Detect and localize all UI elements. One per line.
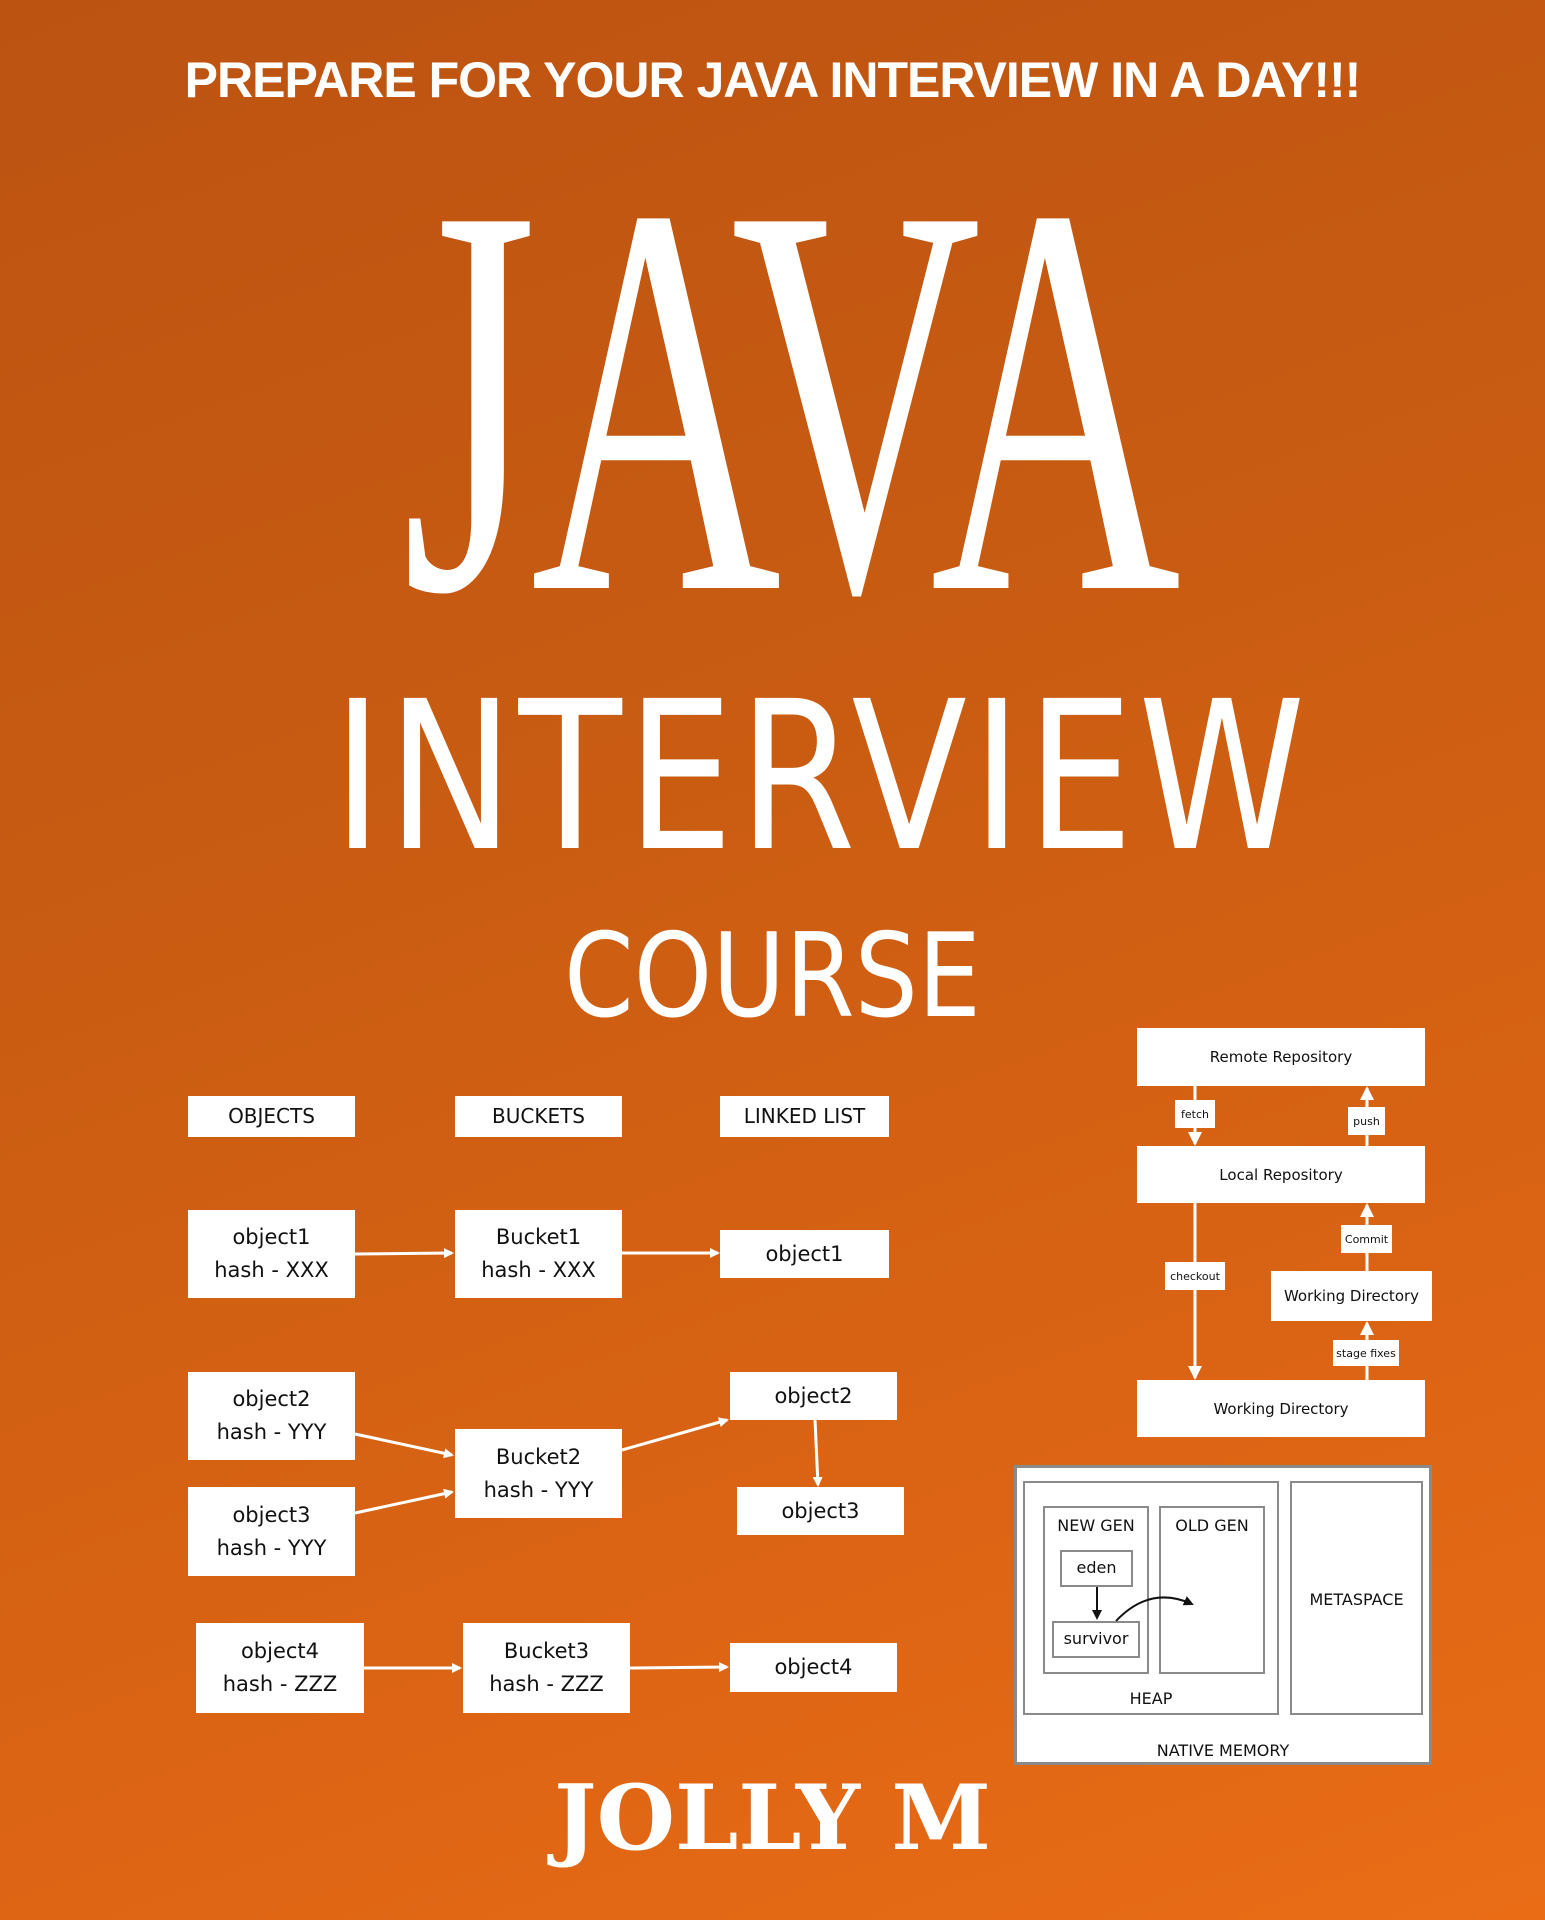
survivor-label: survivor: [1063, 1629, 1129, 1648]
header-buckets: BUCKETS: [455, 1096, 622, 1137]
bucket-box: Bucket1 hash - XXX: [455, 1210, 622, 1298]
working-directory-box: Working Directory: [1137, 1380, 1425, 1437]
bucket-box: Bucket3 hash - ZZZ: [463, 1623, 630, 1713]
tagline: PREPARE FOR YOUR JAVA INTERVIEW IN A DAY…: [184, 52, 1362, 108]
metaspace-box: [1290, 1481, 1423, 1715]
push-label: push: [1348, 1107, 1385, 1135]
heap-label: HEAP: [1129, 1689, 1173, 1708]
eden-box: [1060, 1550, 1133, 1587]
header-linked-list: LINKED LIST: [720, 1096, 889, 1137]
remote-repository-box: Remote Repository: [1137, 1028, 1425, 1086]
header-objects: OBJECTS: [188, 1096, 355, 1137]
subtitle-interview: INTERVIEW: [332, 657, 1311, 897]
object-hash: hash - ZZZ: [222, 1672, 338, 1696]
object-box: object4 hash - ZZZ: [196, 1623, 364, 1713]
metaspace-label: METASPACE: [1309, 1590, 1404, 1609]
bucket-hash: hash - YYY: [483, 1477, 594, 1502]
survivor-box: [1052, 1621, 1140, 1658]
old-gen-label: OLD GEN: [1175, 1516, 1249, 1535]
subtitle-course: COURSE: [564, 909, 981, 1044]
old-gen-box: [1159, 1506, 1265, 1674]
object-name: object4: [240, 1639, 320, 1663]
bucket-name: Bucket3: [503, 1639, 590, 1663]
list-node: object4: [730, 1643, 897, 1692]
object-name: object1: [232, 1225, 311, 1249]
native-memory-label: NATIVE MEMORY: [1156, 1741, 1290, 1760]
fetch-label: fetch: [1175, 1100, 1215, 1128]
bucket-hash: hash - ZZZ: [489, 1672, 604, 1696]
object-hash: hash - YYY: [216, 1535, 327, 1560]
object-box: object2 hash - YYY: [188, 1372, 355, 1460]
local-repository-box: Local Repository: [1137, 1146, 1425, 1203]
list-node: object1: [720, 1230, 889, 1278]
object-box: object3 hash - YYY: [188, 1487, 355, 1576]
commit-label: Commit: [1341, 1225, 1392, 1253]
object-hash: hash - XXX: [214, 1258, 329, 1282]
object-box: object1 hash - XXX: [188, 1210, 355, 1298]
bucket-box: Bucket2 hash - YYY: [455, 1429, 622, 1518]
bucket-name: Bucket1: [495, 1225, 582, 1249]
list-node: object3: [737, 1487, 904, 1535]
object-name: object3: [232, 1502, 311, 1527]
new-gen-label: NEW GEN: [1057, 1516, 1135, 1535]
bucket-hash: hash - XXX: [481, 1258, 596, 1282]
object-name: object2: [232, 1387, 311, 1411]
list-node: object2: [730, 1372, 897, 1420]
title-java: JAVA: [401, 90, 1181, 710]
object-hash: hash - YYY: [216, 1420, 327, 1444]
working-directory-staged-box: Working Directory: [1271, 1271, 1432, 1321]
bucket-name: Bucket2: [495, 1444, 582, 1469]
checkout-label: checkout: [1165, 1262, 1225, 1290]
stage-fixes-label: stage fixes: [1333, 1340, 1399, 1366]
eden-label: eden: [1076, 1558, 1117, 1577]
author-name: JOLLY M: [554, 1765, 991, 1871]
